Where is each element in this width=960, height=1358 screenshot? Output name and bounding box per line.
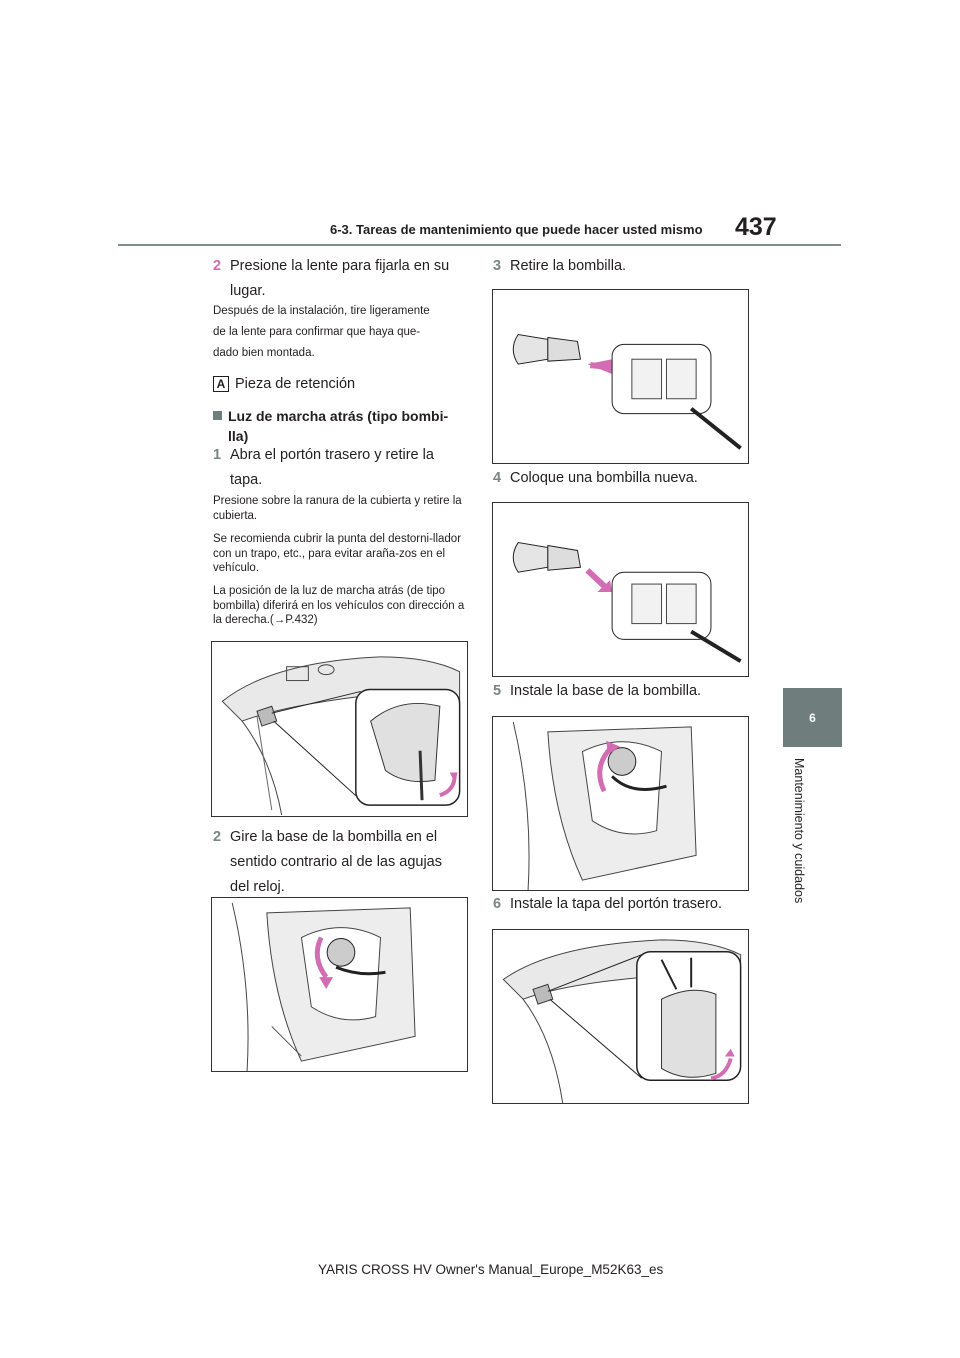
step-4-new-bulb: 4 Coloque una bombilla nueva. xyxy=(493,467,698,489)
chapter-label: Mantenimiento y cuidados xyxy=(792,758,806,904)
figure-install-base xyxy=(492,716,749,891)
tailgate-illustration xyxy=(221,656,461,816)
figure-insert-bulb xyxy=(492,502,749,677)
step-2-press-lens: 2 Presione la lente para fijarla en su lu… xyxy=(213,255,473,302)
note-position: La posición de la luz de marcha atrás (d… xyxy=(213,585,465,626)
note-press-slot: Presione sobre la ranura de la cubierta … xyxy=(213,495,462,522)
note-line: dado bien montada. xyxy=(213,347,315,359)
label-a-legend: A Pieza de retención xyxy=(213,373,355,395)
chapter-tab: 6 xyxy=(783,688,842,747)
step-text: Coloque una bombilla nueva. xyxy=(510,470,698,486)
note-line: de la lente para confirmar que haya que- xyxy=(213,326,421,338)
label-a-text: Pieza de retención xyxy=(235,376,356,392)
remove-bulb-illustration xyxy=(512,333,742,450)
figure-remove-bulb xyxy=(492,289,749,464)
section-bullet-icon xyxy=(213,411,222,420)
header-divider xyxy=(118,244,841,246)
step-text-cont: del reloj. xyxy=(230,879,285,895)
step-number: 4 xyxy=(493,470,502,486)
label-a-box: A xyxy=(213,376,229,393)
note-screwdriver: Se recomienda cubrir la punta del destor… xyxy=(213,533,462,574)
step-text: Presione la lente para fijarla en su xyxy=(230,258,450,274)
step-number: 5 xyxy=(493,683,502,699)
section-backup-light: Luz de marcha atrás (tipo bombi- lla) xyxy=(213,406,478,446)
step-2-turn-base: 2 Gire la base de la bombilla en el senti… xyxy=(213,826,473,898)
step-5-install-base: 5 Instale la base de la bombilla. xyxy=(493,680,701,702)
step-number: 2 xyxy=(213,258,222,274)
insert-bulb-illustration xyxy=(512,542,742,663)
install-note: Después de la instalación, tire ligerame… xyxy=(213,301,478,364)
footer-manual-id: YARIS CROSS HV Owner's Manual_Europe_M52… xyxy=(318,1262,664,1277)
figure-turn-bulb-base xyxy=(211,897,468,1072)
step-number: 6 xyxy=(493,896,502,912)
step-1-open-tailgate: 1 Abra el portón trasero y retire la tapa… xyxy=(213,444,473,491)
figure-tailgate-cover xyxy=(211,641,468,817)
step-text: Instale la base de la bombilla. xyxy=(510,683,702,699)
step-3-remove-bulb: 3 Retire la bombilla. xyxy=(493,255,626,277)
step-text-cont: sentido contrario al de las agujas xyxy=(230,854,442,870)
section-title-cont: lla) xyxy=(228,428,249,444)
step-text-cont: tapa. xyxy=(230,472,263,488)
step-text-cont: lugar. xyxy=(230,283,266,299)
section-title: Luz de marcha atrás (tipo bombi- xyxy=(228,408,449,424)
install-cover-illustration xyxy=(502,939,742,1103)
figure-install-cover xyxy=(492,929,749,1104)
install-base-illustration xyxy=(512,721,697,890)
step-text: Abra el portón trasero y retire la xyxy=(230,447,434,463)
bulb-base-illustration xyxy=(231,902,416,1071)
step-text: Retire la bombilla. xyxy=(510,258,627,274)
section-header: 6-3. Tareas de mantenimiento que puede h… xyxy=(330,222,703,237)
note-line: Después de la instalación, tire ligerame… xyxy=(213,305,430,317)
step-6-install-cover: 6 Instale la tapa del portón trasero. xyxy=(493,893,722,915)
step-text: Gire la base de la bombilla en el xyxy=(230,829,438,845)
step-number: 3 xyxy=(493,258,502,274)
step-number: 2 xyxy=(213,829,222,845)
step-text: Instale la tapa del portón trasero. xyxy=(510,896,722,912)
page-number: 437 xyxy=(735,213,777,241)
step-number: 1 xyxy=(213,447,222,463)
